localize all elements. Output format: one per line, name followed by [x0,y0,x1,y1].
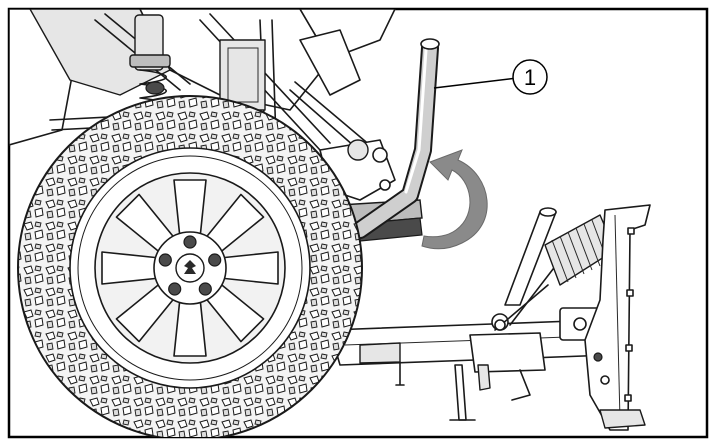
callout-circle [512,59,548,95]
curved-rotate-arrow-icon [421,149,488,250]
callout-leader-line [433,77,518,89]
callout-label: 1 [524,65,536,90]
callout-1: 1 [433,59,548,95]
lug-nuts [158,235,222,296]
wheel-rim [101,179,279,357]
lift-strut-spring [494,207,616,331]
coil-shock-absorber [129,14,171,113]
vehicle-chassis [9,9,396,161]
plow-blade-plate [584,204,651,431]
